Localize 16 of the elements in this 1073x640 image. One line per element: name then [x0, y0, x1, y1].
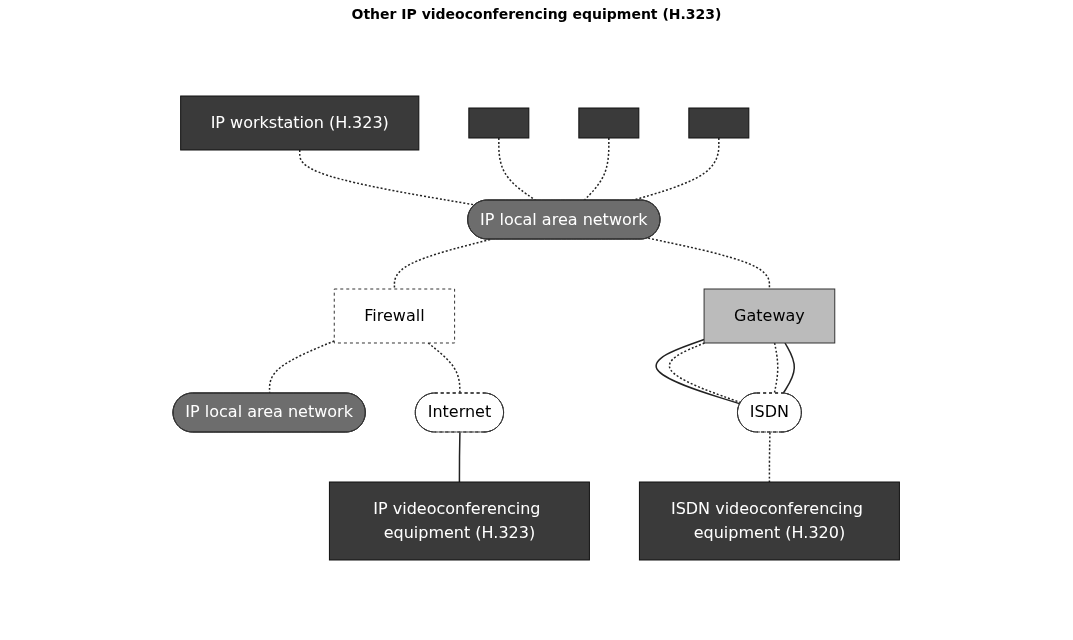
node-box: ISDN videoconferencing equipment (H.320)	[639, 481, 901, 561]
node-box: Firewall	[334, 288, 456, 344]
connector	[782, 342, 796, 395]
node-box: Gateway	[703, 288, 836, 344]
note-text: Other IP videoconferencing equipment (H.323)	[350, 6, 723, 22]
node-box	[468, 107, 530, 139]
connector	[655, 338, 742, 405]
connector	[768, 431, 771, 483]
node-box	[688, 107, 750, 139]
connector	[458, 431, 461, 483]
connector	[647, 237, 771, 290]
connector	[393, 238, 492, 290]
node-box	[578, 107, 640, 139]
node-box: IP workstation (H.323)	[180, 95, 420, 151]
connector	[669, 342, 742, 404]
node-box: IP videoconferencing equipment (H.323)	[329, 481, 591, 561]
